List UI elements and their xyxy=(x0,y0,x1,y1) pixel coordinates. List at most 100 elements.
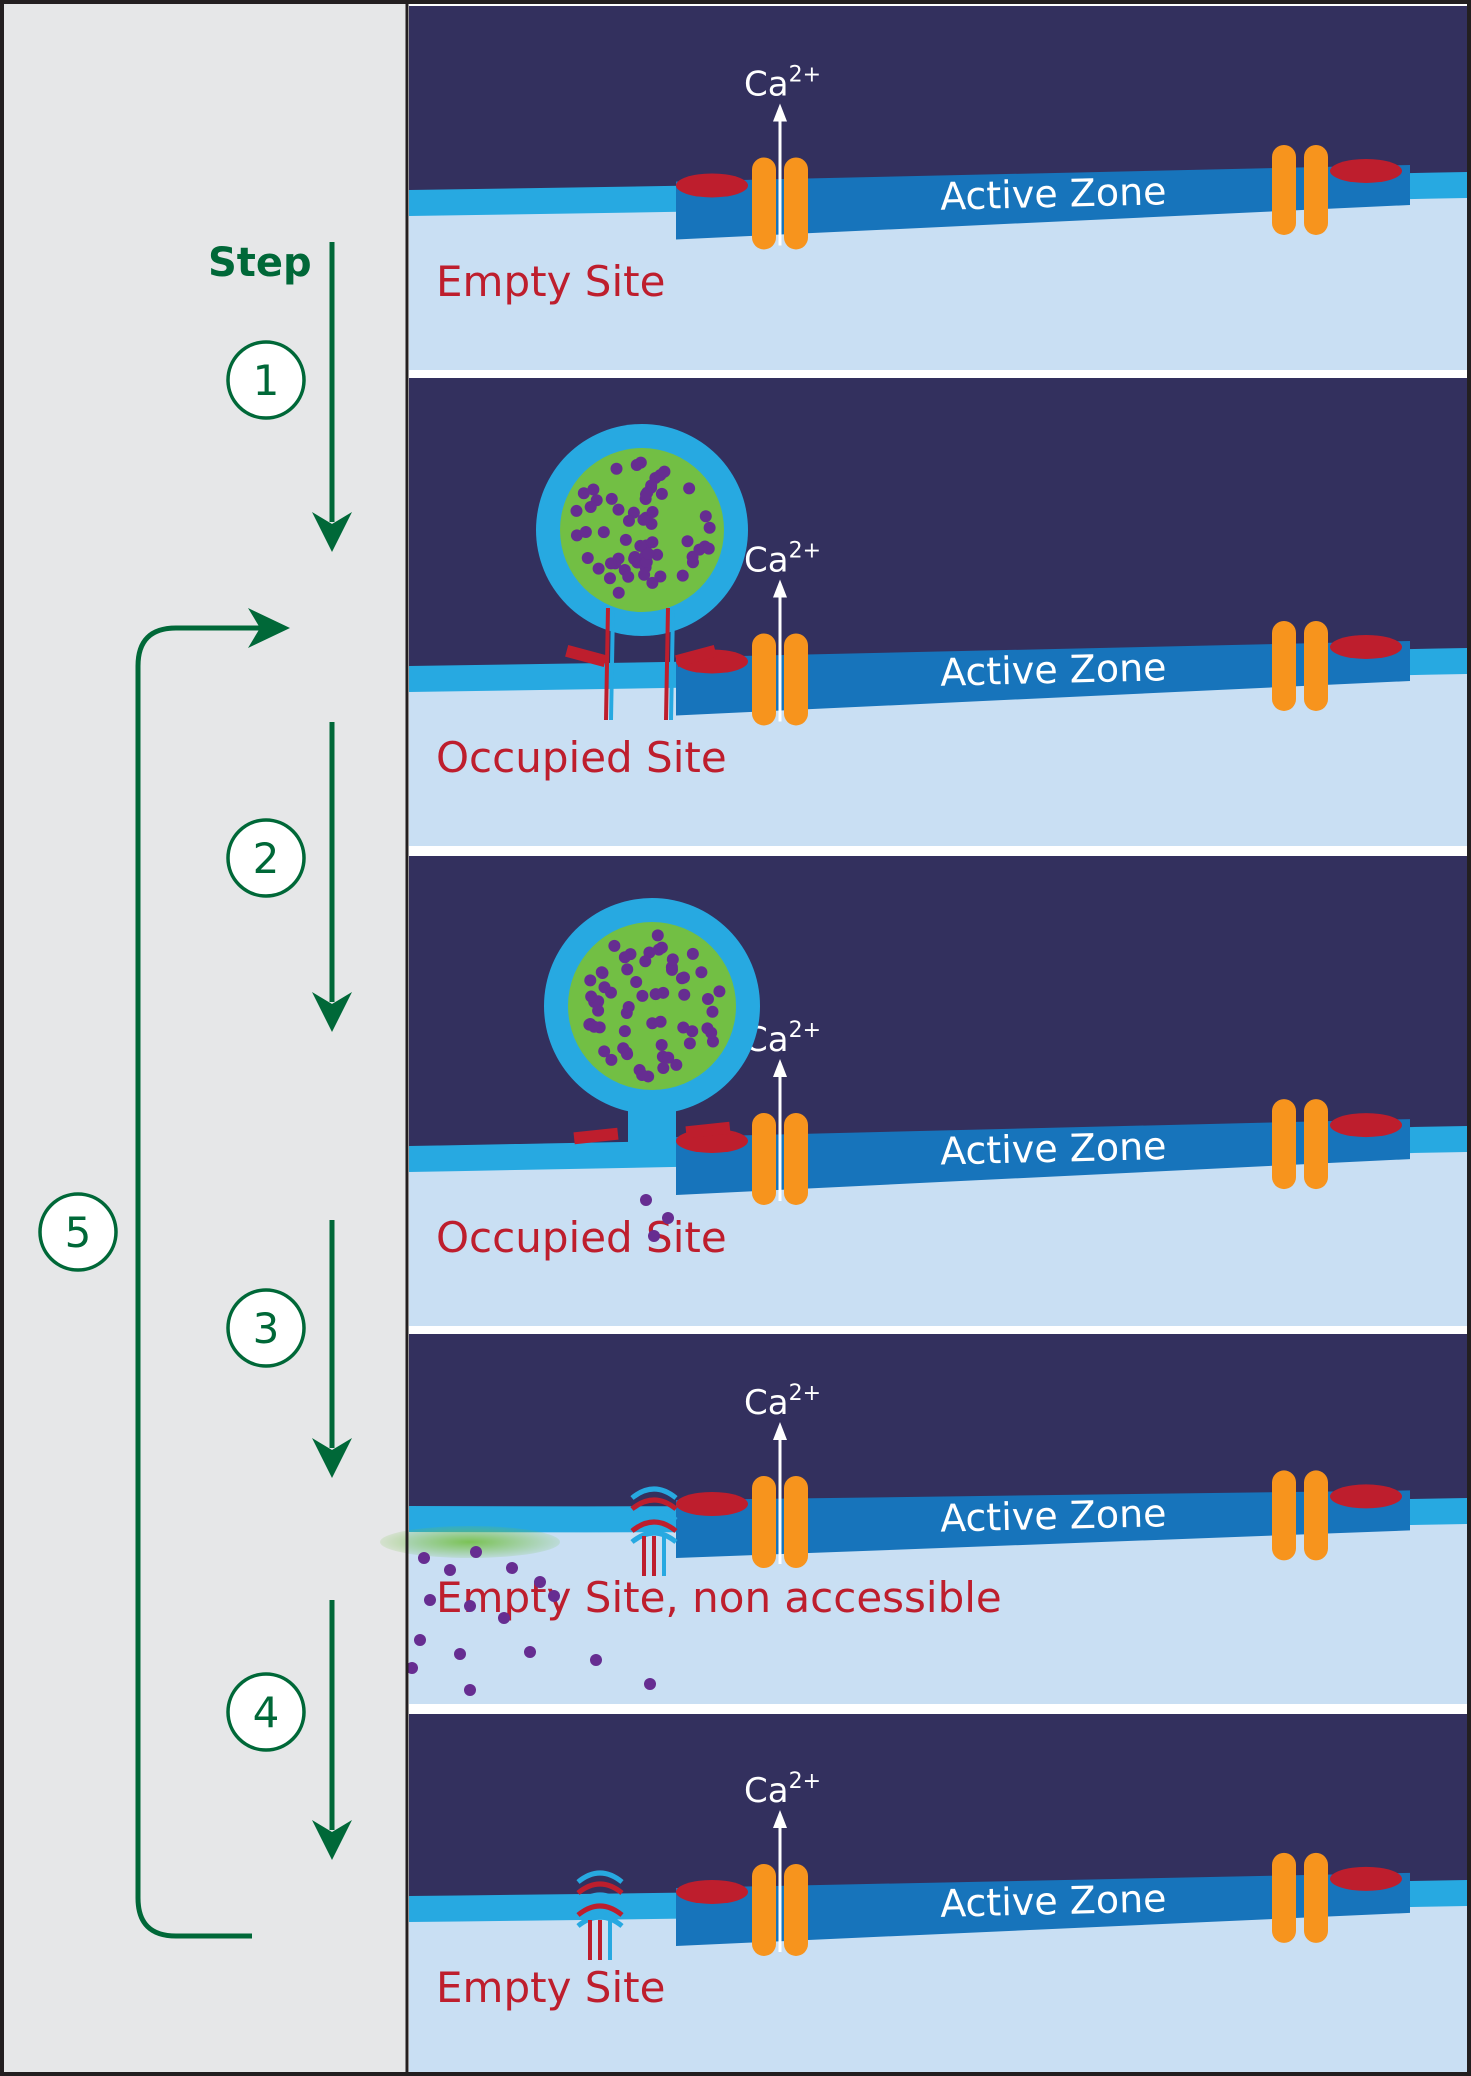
transmitter-dot xyxy=(612,586,625,599)
transmitter-dot xyxy=(640,488,653,501)
transmitter-dot xyxy=(592,1004,605,1017)
complex-coil xyxy=(576,1903,624,1917)
calcium-channel-right-left xyxy=(1272,1470,1296,1561)
transmitter-dot xyxy=(686,1025,699,1038)
released-transmitter xyxy=(506,1562,518,1574)
transmitter-dot xyxy=(646,536,659,549)
transmitter-dot xyxy=(686,947,699,960)
cytoplasm xyxy=(409,182,1467,370)
released-transmitter xyxy=(464,1684,476,1696)
transmitter-dot xyxy=(646,576,659,589)
complex-coil xyxy=(630,1508,678,1522)
calcium-channel-left xyxy=(752,633,776,726)
transmitter-dot xyxy=(651,548,664,561)
step-arrow-1-head xyxy=(312,512,352,552)
released-transmitter xyxy=(424,1594,436,1606)
transmitter-dot xyxy=(630,975,643,988)
cis-snare-complex xyxy=(576,1870,624,1960)
snare-coil xyxy=(565,645,607,667)
transmitter-dot xyxy=(713,985,726,998)
released-transmitter xyxy=(662,1212,674,1224)
active-zone-label: Active Zone xyxy=(940,645,1167,695)
calcium-ion-label: Ca2+ xyxy=(744,1381,821,1423)
released-transmitter xyxy=(590,1654,602,1666)
released-transmitter xyxy=(470,1546,482,1558)
transmitter-dot xyxy=(646,506,659,519)
transmitter-dot xyxy=(654,1015,667,1028)
transmitter-dot xyxy=(683,1037,696,1050)
ion-base: Ca xyxy=(744,1771,789,1811)
released-transmitter xyxy=(648,1230,660,1242)
ion-charge: 2+ xyxy=(789,62,821,87)
calcium-channel-right xyxy=(784,1863,808,1956)
site-label: Empty Site, non accessible xyxy=(436,1573,1002,1622)
transmitter-dot xyxy=(666,953,679,966)
release-site-marker xyxy=(1330,634,1402,659)
snare-red xyxy=(664,607,670,721)
transmitter-dot xyxy=(695,966,708,979)
active-zone xyxy=(676,1119,1410,1195)
transmitter-dot xyxy=(702,542,715,555)
step-number-circle xyxy=(226,1672,306,1752)
transmitter-dot xyxy=(581,551,594,564)
active-zone xyxy=(676,1490,1410,1558)
step-number-circle xyxy=(38,1192,118,1272)
snare-blue xyxy=(609,607,615,721)
cytoplasm xyxy=(409,658,1467,846)
calcium-channel-left xyxy=(752,157,776,250)
transmitter-dot xyxy=(584,974,597,987)
calcium-arrow-head xyxy=(773,1058,787,1077)
transmitter-dot xyxy=(622,570,635,583)
released-transmitter xyxy=(644,1678,656,1690)
transmitter-dot xyxy=(585,990,598,1003)
step-number-circle xyxy=(226,1288,306,1368)
complex-coil xyxy=(576,1914,624,1928)
active-zone xyxy=(676,164,1410,240)
snare-coil xyxy=(573,1127,619,1145)
ion-base: Ca xyxy=(744,64,789,104)
step-arrow-4-head xyxy=(312,1820,352,1860)
transmitter-dot xyxy=(678,988,691,1001)
transmitter-dot xyxy=(612,503,625,516)
calcium-channel-right xyxy=(784,633,808,726)
active-zone-label: Active Zone xyxy=(940,169,1167,219)
transmitter-dot xyxy=(658,465,671,478)
release-site-marker xyxy=(676,1491,748,1516)
transmitter-dot xyxy=(618,951,631,964)
fusion-pore xyxy=(628,1100,676,1156)
transmitter-dot xyxy=(605,1053,618,1066)
step-number: 2 xyxy=(253,834,280,883)
transmitter-dot xyxy=(595,966,608,979)
calcium-channel-left xyxy=(752,1475,776,1568)
step-number: 5 xyxy=(65,1208,92,1257)
transmitter-dot xyxy=(636,989,649,1002)
sidebar xyxy=(2,2,407,2074)
complex-coil xyxy=(630,1530,678,1544)
transmitter-dot xyxy=(655,487,668,500)
cis-snare-complex xyxy=(630,1486,678,1576)
snare-blue xyxy=(669,607,675,721)
step-number: 3 xyxy=(253,1304,280,1353)
transmitter-dot xyxy=(637,513,650,526)
ion-base: Ca xyxy=(744,540,789,580)
site-label: Empty Site xyxy=(436,257,665,306)
transmitter-dot xyxy=(699,510,712,523)
released-transmitter xyxy=(534,1576,546,1588)
calcium-channel-right-left xyxy=(1272,620,1296,711)
transmitter-dot xyxy=(662,1051,675,1064)
cytoplasm xyxy=(409,1890,1467,2072)
transmitter-dot xyxy=(621,963,634,976)
active-zone xyxy=(676,640,1410,716)
transmitter-dot xyxy=(620,1046,633,1059)
transmitter-dot xyxy=(676,569,689,582)
release-site-marker xyxy=(1330,1113,1402,1138)
complex-coil xyxy=(576,1892,624,1906)
transmitter-dot xyxy=(598,1045,611,1058)
cytoplasm xyxy=(409,1136,1467,1326)
calcium-channel-right xyxy=(784,1475,808,1568)
